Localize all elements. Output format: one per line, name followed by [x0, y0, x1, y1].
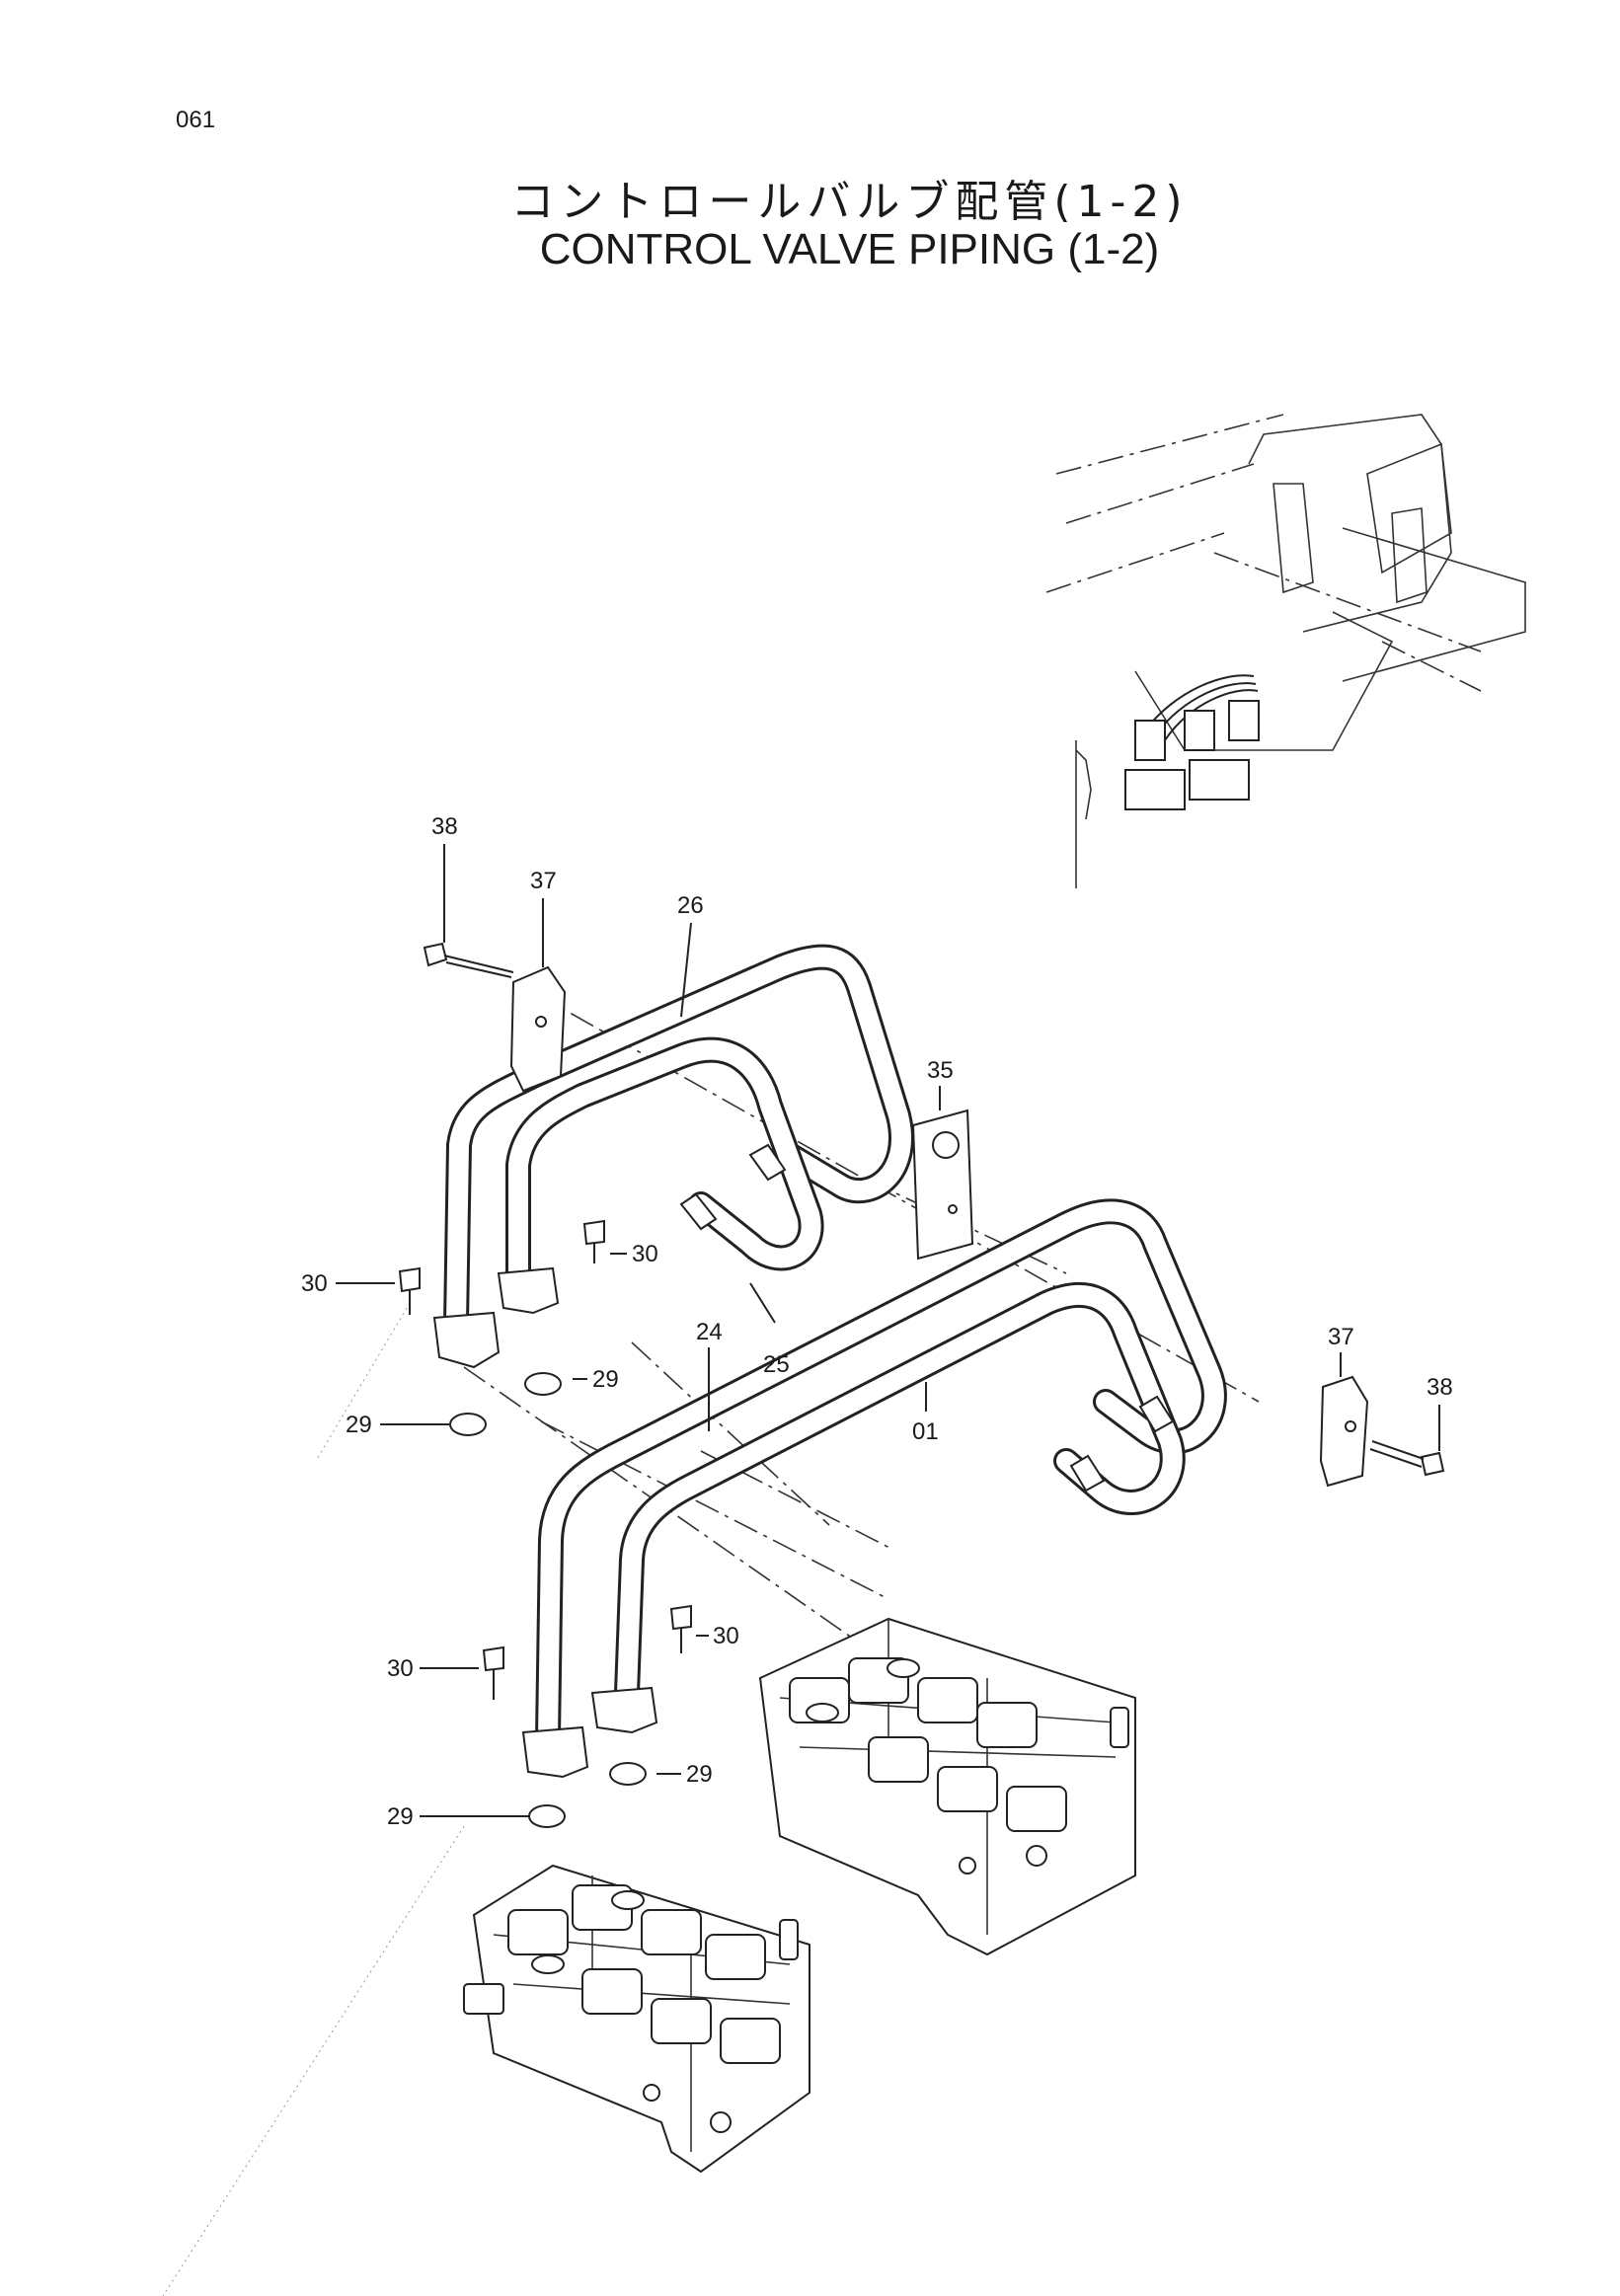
- pipe-25: [505, 1036, 824, 1296]
- callouts: 38 37 26 35 30 30 25 24 29 29 37 38 01 3…: [301, 813, 1453, 1830]
- callout-01: 01: [912, 1418, 939, 1445]
- title-english: CONTROL VALVE PIPING (1-2): [539, 225, 1160, 273]
- machine-location-inset: [1045, 414, 1526, 888]
- callout-29-lower-right: 29: [686, 1761, 713, 1788]
- callout-26: 26: [677, 892, 704, 919]
- callout-37-lower: 37: [1328, 1324, 1354, 1350]
- plate-35: [911, 1109, 974, 1261]
- pipe-24: [535, 1198, 1227, 1750]
- page-number: 061: [176, 107, 216, 133]
- clamp-37-upper: [509, 965, 567, 1093]
- control-valve-front: [463, 1864, 810, 2174]
- pipe-fittings: [432, 1143, 1175, 1779]
- clamp-37-lower: [1319, 1375, 1369, 1488]
- callout-38-upper: 38: [431, 813, 458, 840]
- callout-30-mid: 30: [632, 1241, 658, 1267]
- callout-35: 35: [927, 1057, 954, 1084]
- callout-24: 24: [696, 1319, 723, 1345]
- pipe-26: [443, 944, 914, 1336]
- title-japanese: コントロールバルブ配管(1-2): [510, 177, 1189, 227]
- leader-lines: [336, 844, 1440, 1817]
- callout-37-upper: 37: [530, 868, 557, 894]
- callout-30-lower-right: 30: [713, 1623, 739, 1649]
- callout-30-lower-left: 30: [387, 1655, 414, 1682]
- callout-38-lower: 38: [1427, 1374, 1453, 1401]
- bolts: [398, 942, 1445, 1700]
- callout-25: 25: [763, 1351, 790, 1378]
- control-valve-rear: [758, 1617, 1136, 1956]
- callout-29-lower-left: 29: [387, 1803, 414, 1830]
- callout-29-upper-right: 29: [592, 1366, 619, 1393]
- callout-30-left: 30: [301, 1270, 328, 1297]
- pipe-01: [614, 1281, 1186, 1706]
- o-rings-29: [449, 1372, 647, 1828]
- callout-29-upper-left: 29: [346, 1412, 372, 1438]
